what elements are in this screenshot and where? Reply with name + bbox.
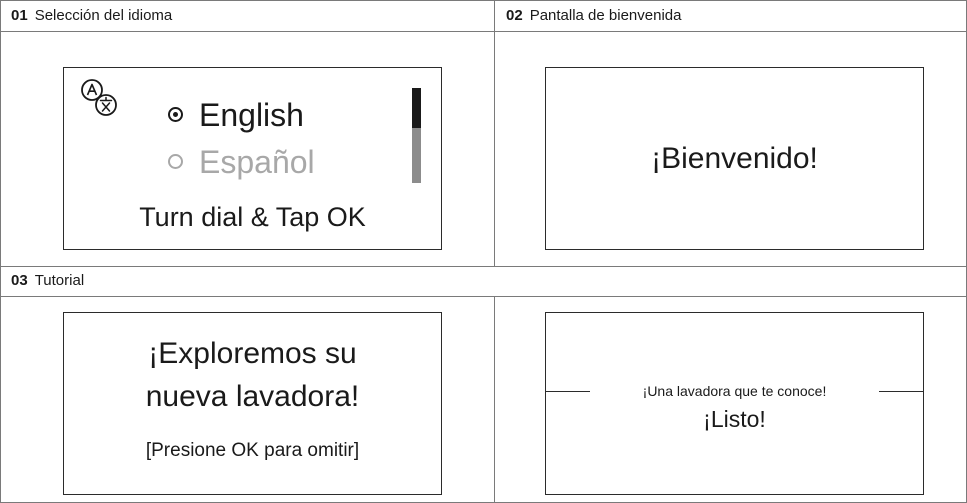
divider-line-left xyxy=(546,391,590,392)
tutorial-ready-screen: ¡Una lavadora que te conoce! ¡Listo! xyxy=(545,312,924,495)
section-header-02: 02 Pantalla de bienvenida xyxy=(506,1,681,31)
language-option-english[interactable]: English xyxy=(168,95,304,135)
ready-subtitle: ¡Una lavadora que te conoce! xyxy=(642,383,827,399)
ready-message: ¡Listo! xyxy=(703,406,766,432)
tutorial-heading-line1: ¡Exploremos su xyxy=(148,337,357,370)
language-translate-icon xyxy=(81,79,117,116)
tutorial-intro-screen: ¡Exploremos su nueva lavadora! [Presione… xyxy=(63,312,442,495)
radio-unselected-icon xyxy=(168,154,183,170)
table-divider xyxy=(494,296,495,502)
radio-selected-icon xyxy=(168,107,183,123)
section-header-01: 01 Selección del idioma xyxy=(11,1,172,31)
language-selection-screen: English Español Turn dial & Tap OK xyxy=(63,67,442,250)
section-title: Selección del idioma xyxy=(34,7,173,24)
instruction-text: Turn dial & Tap OK xyxy=(139,202,366,232)
divider-line-right xyxy=(879,391,923,392)
table-divider xyxy=(1,31,966,32)
section-number: 03 xyxy=(11,272,28,289)
language-option-espanol[interactable]: Español xyxy=(168,142,315,182)
table-divider xyxy=(1,266,966,267)
table-divider xyxy=(1,296,966,297)
section-header-03: 03 Tutorial xyxy=(11,266,84,296)
section-title: Pantalla de bienvenida xyxy=(529,7,682,24)
scrollbar[interactable] xyxy=(412,88,421,183)
welcome-message: ¡Bienvenido! xyxy=(651,142,818,175)
language-option-label: Español xyxy=(199,144,315,180)
section-title: Tutorial xyxy=(34,272,85,289)
welcome-screen: ¡Bienvenido! xyxy=(545,67,924,250)
table-divider xyxy=(494,1,495,266)
section-number: 02 xyxy=(506,7,523,24)
skip-hint: [Presione OK para omitir] xyxy=(145,440,360,461)
section-number: 01 xyxy=(11,7,28,24)
language-option-label: English xyxy=(199,97,304,133)
scrollbar-thumb[interactable] xyxy=(412,88,421,128)
tutorial-heading-line2: nueva lavadora! xyxy=(145,380,360,413)
